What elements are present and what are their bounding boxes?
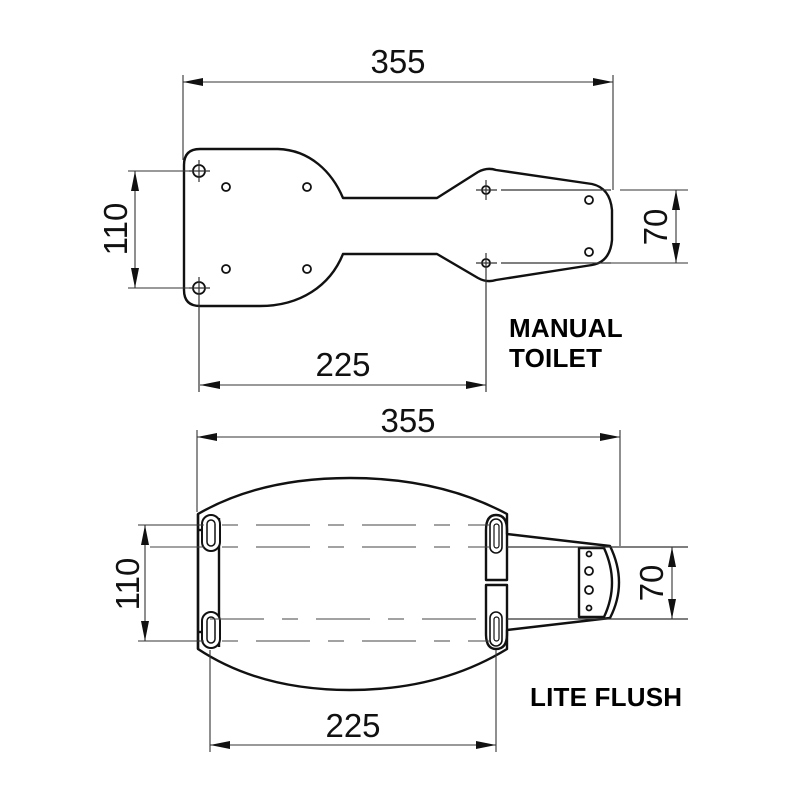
hole: [584, 195, 594, 205]
rear-mounting-hole-top: [189, 160, 210, 182]
manual-overall-length-text: 355: [370, 43, 425, 80]
left-slot-top: [201, 514, 221, 552]
left-slot-bottom: [201, 611, 221, 649]
lite-overall-length-text: 355: [380, 402, 435, 439]
manual-hole-spacing-text: 225: [315, 346, 370, 383]
hole: [584, 247, 594, 257]
lite-flush-label: LITE FLUSH: [530, 682, 683, 712]
lite-flush-body-outline: [196, 476, 621, 692]
label-line: TOILET: [509, 343, 603, 373]
manual-toilet-drawing: 355 110 70 225: [97, 43, 688, 392]
lite-hole-spacing-text: 225: [325, 707, 380, 744]
hole: [302, 182, 312, 192]
manual-toilet-label: MANUAL TOILET: [509, 313, 623, 373]
right-slot-top: [489, 518, 503, 554]
manual-toilet-plate-outline: [182, 147, 614, 308]
rear-mounting-hole-bottom: [189, 277, 210, 392]
manual-front-width-text: 70: [637, 209, 674, 246]
manual-rear-width-text: 110: [97, 203, 134, 256]
hole: [302, 264, 312, 274]
right-slot-bottom: [489, 611, 503, 647]
lite-rear-width-text: 110: [109, 558, 146, 611]
front-mounting-hole-bottom: [476, 253, 497, 392]
hole: [221, 182, 231, 192]
hole: [221, 264, 231, 274]
label-line: MANUAL: [509, 313, 623, 343]
lite-flush-drawing: 355 110 70 225: [109, 402, 688, 752]
front-mounting-hole-top: [476, 180, 497, 200]
lite-front-width-text: 70: [633, 565, 670, 602]
front-plate: [577, 546, 614, 619]
